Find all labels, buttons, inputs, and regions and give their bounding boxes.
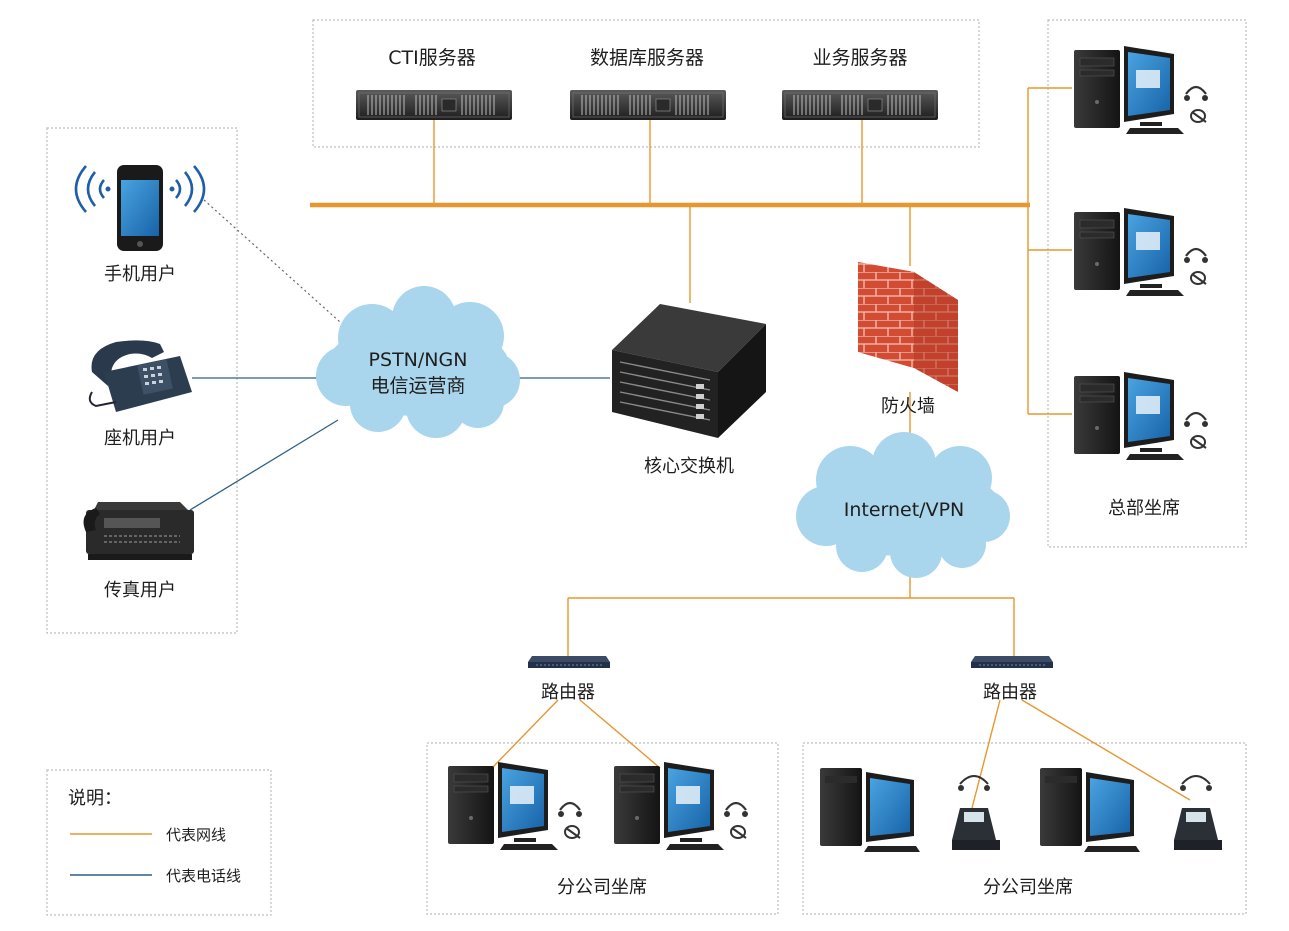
internet-cloud-label: Internet/VPN [844,499,965,521]
router-right-icon [970,655,1054,669]
hq-seat-links [1027,87,1072,415]
business-server-icon [781,89,939,121]
pstn-cloud-icon [316,286,520,438]
business-server-label: 业务服务器 [812,47,907,69]
pstn-cloud-label-line2: 电信运营商 [370,375,465,397]
user-group-box [46,127,238,634]
pstn-cloud-label-line1: PSTN/NGN [369,349,468,371]
branch-right-ip-phone-1-icon [951,775,1001,851]
router-left-links [491,699,661,769]
router-right-links [971,699,1191,809]
branch-right-box [802,742,1247,915]
database-server-label: 数据库服务器 [590,47,704,69]
fax-machine-icon [83,502,194,560]
branch-right-ip-phone-2-icon [1173,775,1223,851]
router-left-icon [527,655,611,669]
cti-server-label: CTI服务器 [388,47,475,69]
hq-seat-1-icon [1072,44,1210,136]
fax-user-label: 传真用户 [104,580,176,601]
internet-cloud-icon [796,432,1010,578]
desk-phone-icon [88,340,192,412]
branch-right-seat-1-icon [820,768,920,852]
server-group-box [312,19,980,148]
database-server-icon [569,89,727,121]
hq-seats-label: 总部坐席 [1108,498,1180,519]
legend-network-label: 代表网线 [166,826,226,844]
branch-left-box [426,742,779,915]
firewall-icon [858,262,958,392]
hq-seat-2-icon [1072,206,1210,298]
network-lines [310,87,1191,809]
core-switch-label: 核心交换机 [644,456,734,477]
server-drops [433,120,863,205]
group-borders [46,19,1247,916]
branch-right-label: 分公司坐席 [983,877,1073,898]
router-left-label: 路由器 [541,682,595,703]
branch-left-seat-2-icon [612,760,750,852]
mobile-user-label: 手机用户 [104,264,176,285]
phone-lines [189,377,610,511]
cti-server-icon [355,89,513,121]
branch-left-seat-1-icon [446,760,584,852]
landline-user-label: 座机用户 [104,428,176,449]
legend-phone-label: 代表电话线 [166,867,241,885]
branch-right-seat-2-icon [1040,768,1140,852]
branch-trunk [567,597,1015,658]
firewall-label: 防火墙 [881,396,935,417]
wireless-link [203,199,341,323]
branch-left-label: 分公司坐席 [557,877,647,898]
mobile-phone-icon [74,165,206,251]
legend-box [46,769,272,916]
hq-seat-3-icon [1072,370,1210,462]
hq-seats-box [1047,19,1247,548]
router-right-label: 路由器 [983,682,1037,703]
fax-link [189,419,339,511]
core-switch-icon [612,304,766,438]
legend-title: 说明： [68,788,122,809]
